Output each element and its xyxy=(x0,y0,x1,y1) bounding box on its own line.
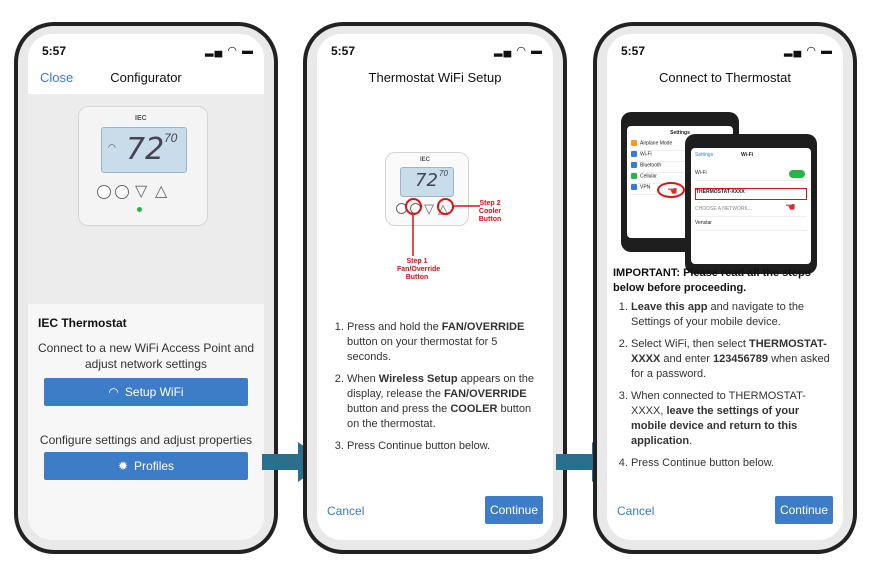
instruction-step: When connected to THERMOSTAT-XXXX, leave… xyxy=(631,389,833,449)
instruction-step: Press and hold the FAN/OVERRIDE button o… xyxy=(347,320,543,365)
step2-label: Step 2 Cooler Button xyxy=(478,200,502,223)
device-preview-area: IEC 72 70 ◠ ▽ △ xyxy=(28,94,264,304)
phone-configurator: 5:57 ▂▄ ◠ ▬ Close Configurator IEC 72 70… xyxy=(14,22,278,554)
status-bar: 5:57 ▂▄ ◠ ▬ xyxy=(317,34,553,62)
status-time: 5:57 xyxy=(621,44,646,58)
step1-highlight xyxy=(405,198,422,215)
step1-label: Step 1 Fan/Override Button xyxy=(397,258,441,281)
status-time: 5:57 xyxy=(42,44,67,58)
hand-pointer-icon: ☚ xyxy=(785,200,796,214)
setup-wifi-label: Setup WiFi xyxy=(124,385,184,399)
setup-wifi-button[interactable]: ◠ Setup WiFi xyxy=(44,378,248,406)
down-button-icon: ▽ xyxy=(135,183,148,200)
profiles-description: Configure settings and adjust properties xyxy=(39,433,253,447)
step-connector-lines xyxy=(412,205,480,256)
status-led xyxy=(137,207,142,212)
cancel-button[interactable]: Cancel xyxy=(327,504,365,518)
screen-configurator: 5:57 ▂▄ ◠ ▬ Close Configurator IEC 72 70… xyxy=(28,34,264,540)
wifi-icon: ◠ xyxy=(108,385,119,399)
instruction-step: When Wireless Setup appears on the displ… xyxy=(347,372,543,432)
network-row-other: Venstar xyxy=(695,220,807,231)
profiles-label: Profiles xyxy=(134,459,175,473)
thermostat-display: 72 70 xyxy=(400,167,454,197)
display-setpoint: 70 xyxy=(164,131,178,145)
display-temp: 72 xyxy=(415,170,438,191)
wifi-toggle-row: Wi-Fi xyxy=(695,170,807,181)
cancel-button[interactable]: Cancel xyxy=(617,504,655,518)
thermostat-image: IEC 72 70 ▽ △ xyxy=(385,152,469,226)
wifi-screen: Settings Wi-Fi Wi-Fi THERMOSTAT-XXXX CHO… xyxy=(691,148,811,264)
signal-wifi-battery-icon: ▂▄ ◠ ▬ xyxy=(205,45,254,57)
hand-pointer-icon: ☚ xyxy=(667,184,678,198)
fan-button-icon xyxy=(115,185,129,199)
profiles-button[interactable]: ✹ Profiles xyxy=(44,452,248,480)
display-temp: 72 xyxy=(126,132,165,167)
wifi-description: Connect to a new WiFi Access Point and a… xyxy=(37,341,255,371)
settings-row: Bluetooth xyxy=(631,162,729,173)
up-button-icon: △ xyxy=(155,183,168,200)
toggle-icon xyxy=(789,170,805,178)
status-bar: 5:57 ▂▄ ◠ ▬ xyxy=(28,34,264,62)
wifi-screenshot: Settings Wi-Fi Wi-Fi THERMOSTAT-XXXX CHO… xyxy=(685,134,817,274)
wifi-title: Wi-Fi xyxy=(741,152,754,158)
down-button-icon: ▽ xyxy=(424,201,434,216)
phone-wifi-setup: 5:57 ▂▄ ◠ ▬ Thermostat WiFi Setup IEC 72… xyxy=(303,22,567,554)
gear-icon: ✹ xyxy=(117,459,129,473)
instruction-list: Leave this app and navigate to the Setti… xyxy=(615,300,833,478)
continue-button[interactable]: Continue xyxy=(485,496,543,524)
thermostat-image: IEC 72 70 ◠ ▽ △ xyxy=(78,106,208,226)
thermostat-display: 72 70 ◠ xyxy=(101,127,187,173)
page-title: Thermostat WiFi Setup xyxy=(368,70,502,85)
display-setpoint: 70 xyxy=(439,169,448,178)
phone-connect: 5:57 ▂▄ ◠ ▬ Connect to Thermostat Settin… xyxy=(593,22,857,554)
page-title: Connect to Thermostat xyxy=(659,70,791,85)
status-bar: 5:57 ▂▄ ◠ ▬ xyxy=(607,34,843,62)
screen-connect: 5:57 ▂▄ ◠ ▬ Connect to Thermostat Settin… xyxy=(607,34,843,540)
thermostat-logo: IEC xyxy=(420,157,431,163)
continue-button[interactable]: Continue xyxy=(775,496,833,524)
status-time: 5:57 xyxy=(331,44,356,58)
section-title: IEC Thermostat xyxy=(38,316,127,330)
instruction-step: Press Continue button below. xyxy=(347,439,543,454)
signal-wifi-battery-icon: ▂▄ ◠ ▬ xyxy=(494,45,543,57)
actions-area: IEC Thermostat Connect to a new WiFi Acc… xyxy=(28,304,264,540)
page-title: Configurator xyxy=(110,70,182,85)
wifi-icon: ◠ xyxy=(108,142,116,152)
network-row: THERMOSTAT-XXXX xyxy=(695,188,807,200)
nav-bar: Thermostat WiFi Setup xyxy=(317,64,553,88)
nav-bar: Close Configurator xyxy=(28,64,264,88)
settings-title: Settings xyxy=(670,130,690,136)
close-button[interactable]: Close xyxy=(40,70,74,85)
mode-button-icon xyxy=(97,185,111,199)
instruction-step: Select WiFi, then select THERMOSTAT-XXXX… xyxy=(631,337,833,382)
important-notice: IMPORTANT: Please read all the steps bel… xyxy=(613,267,811,294)
signal-wifi-battery-icon: ▂▄ ◠ ▬ xyxy=(784,45,833,57)
step2-highlight xyxy=(437,198,454,215)
instruction-step: Leave this app and navigate to the Setti… xyxy=(631,300,833,330)
choose-network-label: CHOOSE A NETWORK... xyxy=(695,206,807,217)
screen-wifi-setup: 5:57 ▂▄ ◠ ▬ Thermostat WiFi Setup IEC 72… xyxy=(317,34,553,540)
settings-row: Wi-Fi xyxy=(631,151,729,162)
back-settings-link: Settings xyxy=(695,152,714,158)
instruction-step: Press Continue button below. xyxy=(631,456,833,471)
thermostat-logo: IEC xyxy=(135,115,147,122)
settings-row: Airplane Mode xyxy=(631,140,729,151)
tap-highlight xyxy=(657,182,685,198)
instruction-list: Press and hold the FAN/OVERRIDE button o… xyxy=(331,320,543,461)
nav-bar: Connect to Thermostat xyxy=(607,64,843,88)
